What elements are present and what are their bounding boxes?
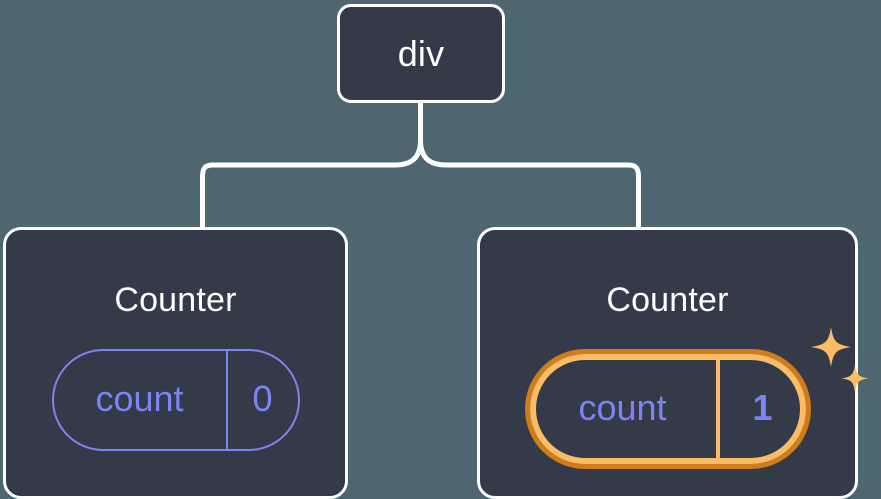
node-div[interactable]: div	[337, 4, 505, 103]
state-key-left: count	[95, 378, 184, 419]
connector-branch-left	[200, 137, 423, 231]
sparkles-group	[810, 327, 868, 392]
state-pill-right-body: count 1	[530, 354, 806, 464]
state-value-left: 0	[225, 351, 298, 449]
state-pill-wrap-left: count 0	[51, 349, 300, 451]
sparkle-icon	[841, 365, 868, 392]
state-value-right: 1	[715, 354, 806, 464]
state-pill-right-highlighted[interactable]: count 1	[524, 349, 811, 469]
node-div-label: div	[397, 32, 445, 74]
node-counter-right[interactable]: Counter count 1	[477, 227, 868, 499]
node-counter-left[interactable]: Counter count 0	[3, 227, 348, 499]
state-key-right: count	[578, 387, 667, 428]
node-counter-left-label: Counter	[114, 281, 237, 319]
state-pill-wrap-right: count 1	[524, 327, 868, 469]
sparkle-icon	[810, 327, 851, 367]
connector-branch-right	[418, 137, 641, 231]
state-pill-left[interactable]: count 0	[51, 349, 300, 451]
node-counter-right-label: Counter	[606, 281, 729, 319]
